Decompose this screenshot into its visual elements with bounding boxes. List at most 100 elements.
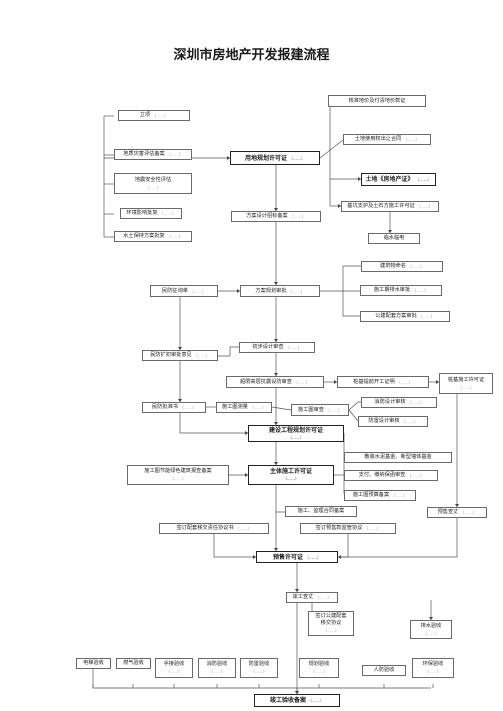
box-label: 方案规划审批 [255, 287, 287, 294]
box-qianding-jianguan: 签订预售款监管协议（……） [300, 523, 396, 534]
connector-arrow [274, 339, 278, 342]
box-label: 施工图节能绿色建筑报查备案 [144, 468, 212, 474]
box-note: （……） [249, 405, 266, 410]
box-note: （……） [403, 137, 420, 142]
box-note: （……） [458, 384, 474, 390]
box-note: （……） [251, 669, 267, 674]
box-label: 人防验收 [373, 667, 395, 673]
connector-arrow [436, 380, 439, 384]
box-label: 基坑支护及土石方施工许可证 [347, 203, 415, 209]
box-note: （……） [325, 407, 342, 413]
box-note: （……） [407, 400, 424, 405]
connector-arrow [274, 548, 278, 551]
box-label: 地质灾害评估备案 [123, 151, 165, 157]
connector-arrow [295, 589, 299, 592]
box-label: 排水验收 [420, 622, 442, 629]
box-label: 移交协议 [320, 620, 342, 626]
box-note: （……） [293, 379, 310, 385]
box-label: 立项 [139, 112, 151, 118]
box-dizhen: 地质灾害评估备案（……） [114, 149, 192, 160]
box-shuitu: 水土保持方案批复（……） [114, 231, 192, 242]
box-note: （……） [170, 476, 186, 481]
box-note: （……） [415, 177, 432, 182]
box-note: （……） [288, 288, 305, 294]
box-label: 建筑物命名 [380, 263, 406, 269]
connector-line [338, 534, 349, 558]
box-label: 施工图预算备案 [352, 492, 390, 498]
box-note: （……） [391, 493, 408, 498]
box-label: 消防设计审核 [374, 399, 406, 405]
box-minfang-pizhun: 民防扩初审批意见（……） [142, 350, 218, 361]
box-note: （……） [145, 184, 161, 190]
box-note: （……） [311, 669, 327, 674]
box-chubu: 初步设计审查（……） [239, 342, 315, 353]
box-label: 民防扩初审批意见 [150, 352, 192, 358]
box-label: 临水临电 [383, 235, 405, 241]
box-note: （……） [166, 669, 182, 674]
box-lvse: 施工图节能绿色建筑报查备案 （……） [127, 465, 229, 485]
box-paishui-yanshou: 排水验收（……） [410, 620, 452, 639]
box-label: 方案设计招标备案 [246, 213, 288, 219]
connector-line [320, 265, 361, 292]
box-label: 桩基提前开工证明 [353, 378, 395, 385]
box-shigong-tu: 施工图测量（……） [216, 402, 272, 413]
box-tudi: 土地《房地产证》（……） [361, 173, 436, 186]
box-fanglei: 防雷设计审核（……） [358, 416, 428, 427]
box-label: 初步设计审查 [252, 344, 284, 350]
box-label: 散装水泥基金、新型墙体基金 [364, 454, 432, 460]
box-label: 建设工程规划许可证 [268, 426, 323, 434]
connector-arrow [388, 230, 392, 233]
box-lixiang: 立项（……） [118, 110, 190, 121]
box-wajue: 基坑支护及土石方施工许可证（……） [341, 201, 439, 212]
box-note: （……） [166, 152, 183, 157]
box-jianzhu-ming: 建筑物命名（……） [361, 261, 443, 272]
box-jichu: 桩基提前开工证明（……） [337, 376, 429, 388]
connector-line [348, 409, 359, 422]
box-note: （……） [412, 288, 429, 293]
box-note: （……） [189, 288, 206, 294]
box-jungong-chazhang: 竣工查丈（……） [286, 592, 338, 603]
connector-line [319, 139, 344, 159]
box-linshi: 临水临电 [368, 233, 420, 244]
box-note: （……） [166, 234, 183, 239]
box-note: （……） [179, 405, 196, 410]
box-note: （……） [308, 698, 324, 703]
box-zhiliang: 支付、缴纳保函审查（……） [344, 470, 438, 481]
box-note: （……） [323, 628, 339, 633]
connector-line [179, 413, 248, 434]
connector-arrow [245, 431, 248, 435]
box-chaoxian: 超限高层抗震设防审查（……） [226, 376, 324, 388]
box-note: （……） [423, 630, 439, 636]
box-note: （……） [401, 419, 418, 424]
connector-arrow [274, 208, 278, 211]
connector-line [218, 346, 239, 357]
box-qianding-gongyong: 签订公建配套移交协议（……） [308, 611, 354, 636]
box-fanglei-ys: 防雷验收（……） [240, 658, 278, 678]
box-label: 水土保持方案批复 [123, 233, 165, 239]
connector-arrow [253, 555, 256, 559]
connector-line [342, 291, 360, 317]
box-note: （……） [418, 314, 435, 319]
box-label: 施工图审查 [298, 406, 324, 413]
box-renfang: 人防验收 [362, 665, 406, 676]
box-huanbao: 环保验收 （……） [412, 658, 454, 678]
box-hezhun: 核准地价及付清地价款证 [328, 95, 426, 107]
connector-arrow [338, 204, 341, 208]
box-note: （……） [407, 264, 424, 269]
box-note: （……） [193, 353, 210, 358]
connector-line [338, 518, 458, 558]
connector-arrow [429, 617, 433, 620]
box-gongyong: 公建配套方案审批（……） [360, 311, 450, 322]
box-note: （……） [425, 669, 441, 674]
box-label: 环保验收 [422, 661, 444, 667]
box-xiaofang: 消防设计审核（……） [361, 397, 437, 408]
box-label: 竣工验收备案 [269, 697, 306, 704]
box-note: （……） [159, 211, 176, 216]
box-label: 防雷设计审核 [368, 418, 400, 424]
box-label: 燃气验收 [123, 660, 144, 666]
box-note: （……） [285, 345, 302, 350]
connector-arrow [455, 504, 459, 507]
box-label: 环境影响批复 [126, 210, 158, 216]
box-label: 支付、缴纳保函审查 [358, 472, 406, 478]
